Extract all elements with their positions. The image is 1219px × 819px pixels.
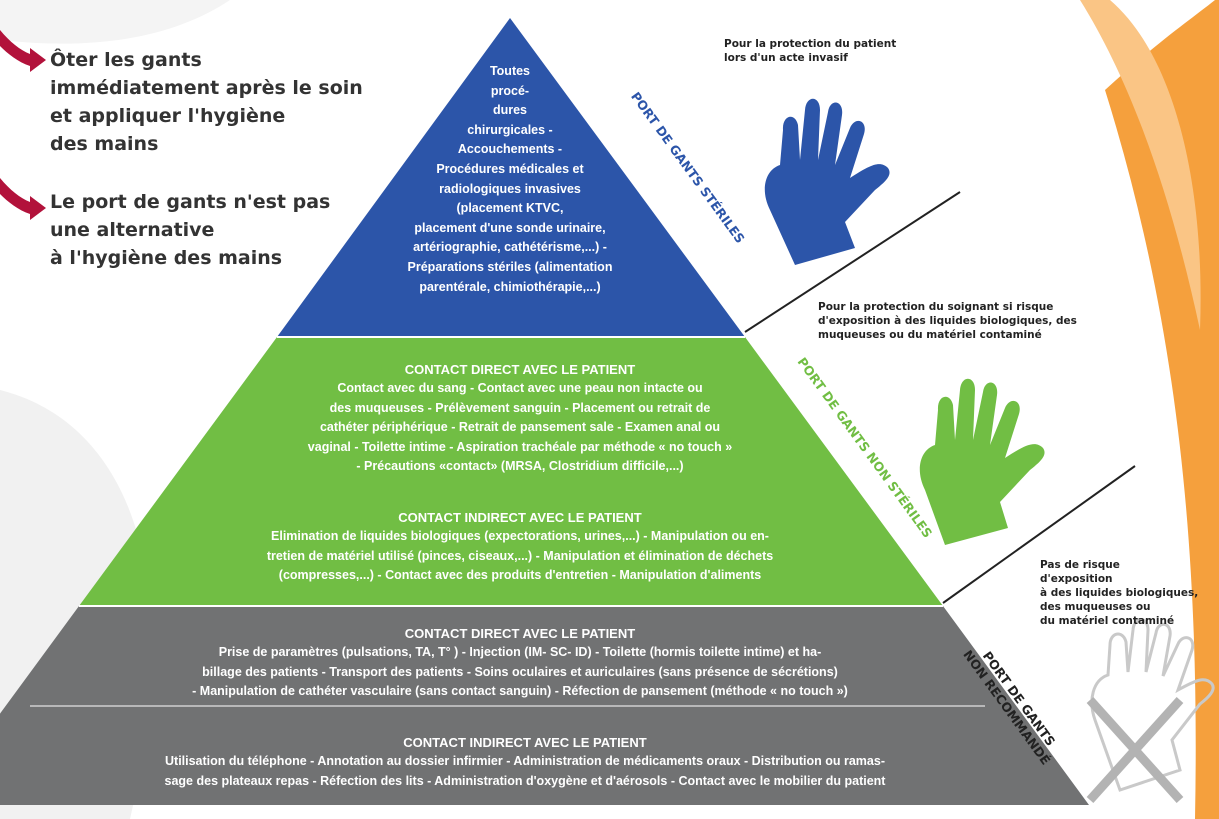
tier-non-sterile-band — [79, 337, 943, 606]
crossed-glove-icon — [1086, 618, 1215, 804]
arrow-icon — [0, 178, 46, 220]
green-glove-icon — [919, 378, 1045, 545]
tier-not-recommended-direct: CONTACT DIRECT AVEC LE PATIENT Prise de … — [80, 621, 960, 702]
note-non-sterile: Pour la protection du soignant si risque… — [818, 301, 1077, 341]
tier-non-sterile-direct: CONTACT DIRECT AVEC LE PATIENT Contact a… — [230, 357, 810, 477]
note-not-recommended: Pas de risque d'exposition à des liquide… — [1040, 559, 1199, 627]
tier-body: Prise de paramètres (pulsations, TA, T° … — [192, 645, 848, 699]
tier-not-recommended-indirect: CONTACT INDIRECT AVEC LE PATIENT Utilisa… — [50, 730, 1000, 791]
tier-body: Contact avec du sang - Contact avec une … — [307, 381, 733, 474]
note-sterile: Pour la protection du patient lors d'un … — [724, 38, 897, 64]
tier-heading: CONTACT INDIRECT AVEC LE PATIENT — [398, 510, 642, 525]
background-swoosh-top — [0, 0, 230, 44]
tier-heading: CONTACT INDIRECT AVEC LE PATIENT — [403, 735, 647, 750]
tier-sterile-text: Toutes procé- dures chirurgicales - Acco… — [407, 64, 613, 294]
tier-heading: CONTACT DIRECT AVEC LE PATIENT — [404, 362, 636, 377]
blue-glove-icon — [764, 98, 890, 265]
divider-line — [744, 191, 961, 333]
tier-body: Utilisation du téléphone - Annotation au… — [164, 754, 886, 788]
bullet-remove-gloves: Ôter les gants immédiatement après le so… — [50, 49, 363, 155]
bullet-gloves-not-alternative: Le port de gants n'est pas une alternati… — [50, 191, 331, 269]
arrow-icon — [0, 30, 46, 72]
tier-heading: CONTACT DIRECT AVEC LE PATIENT — [404, 626, 636, 641]
tier-body: Elimination de liquides biologiques (exp… — [266, 529, 774, 583]
tier-sterile-band — [277, 18, 745, 337]
orange-swoosh-highlight — [1080, 0, 1201, 330]
tier-non-sterile-indirect: CONTACT INDIRECT AVEC LE PATIENT Elimina… — [170, 505, 870, 586]
divider-line — [942, 465, 1136, 604]
